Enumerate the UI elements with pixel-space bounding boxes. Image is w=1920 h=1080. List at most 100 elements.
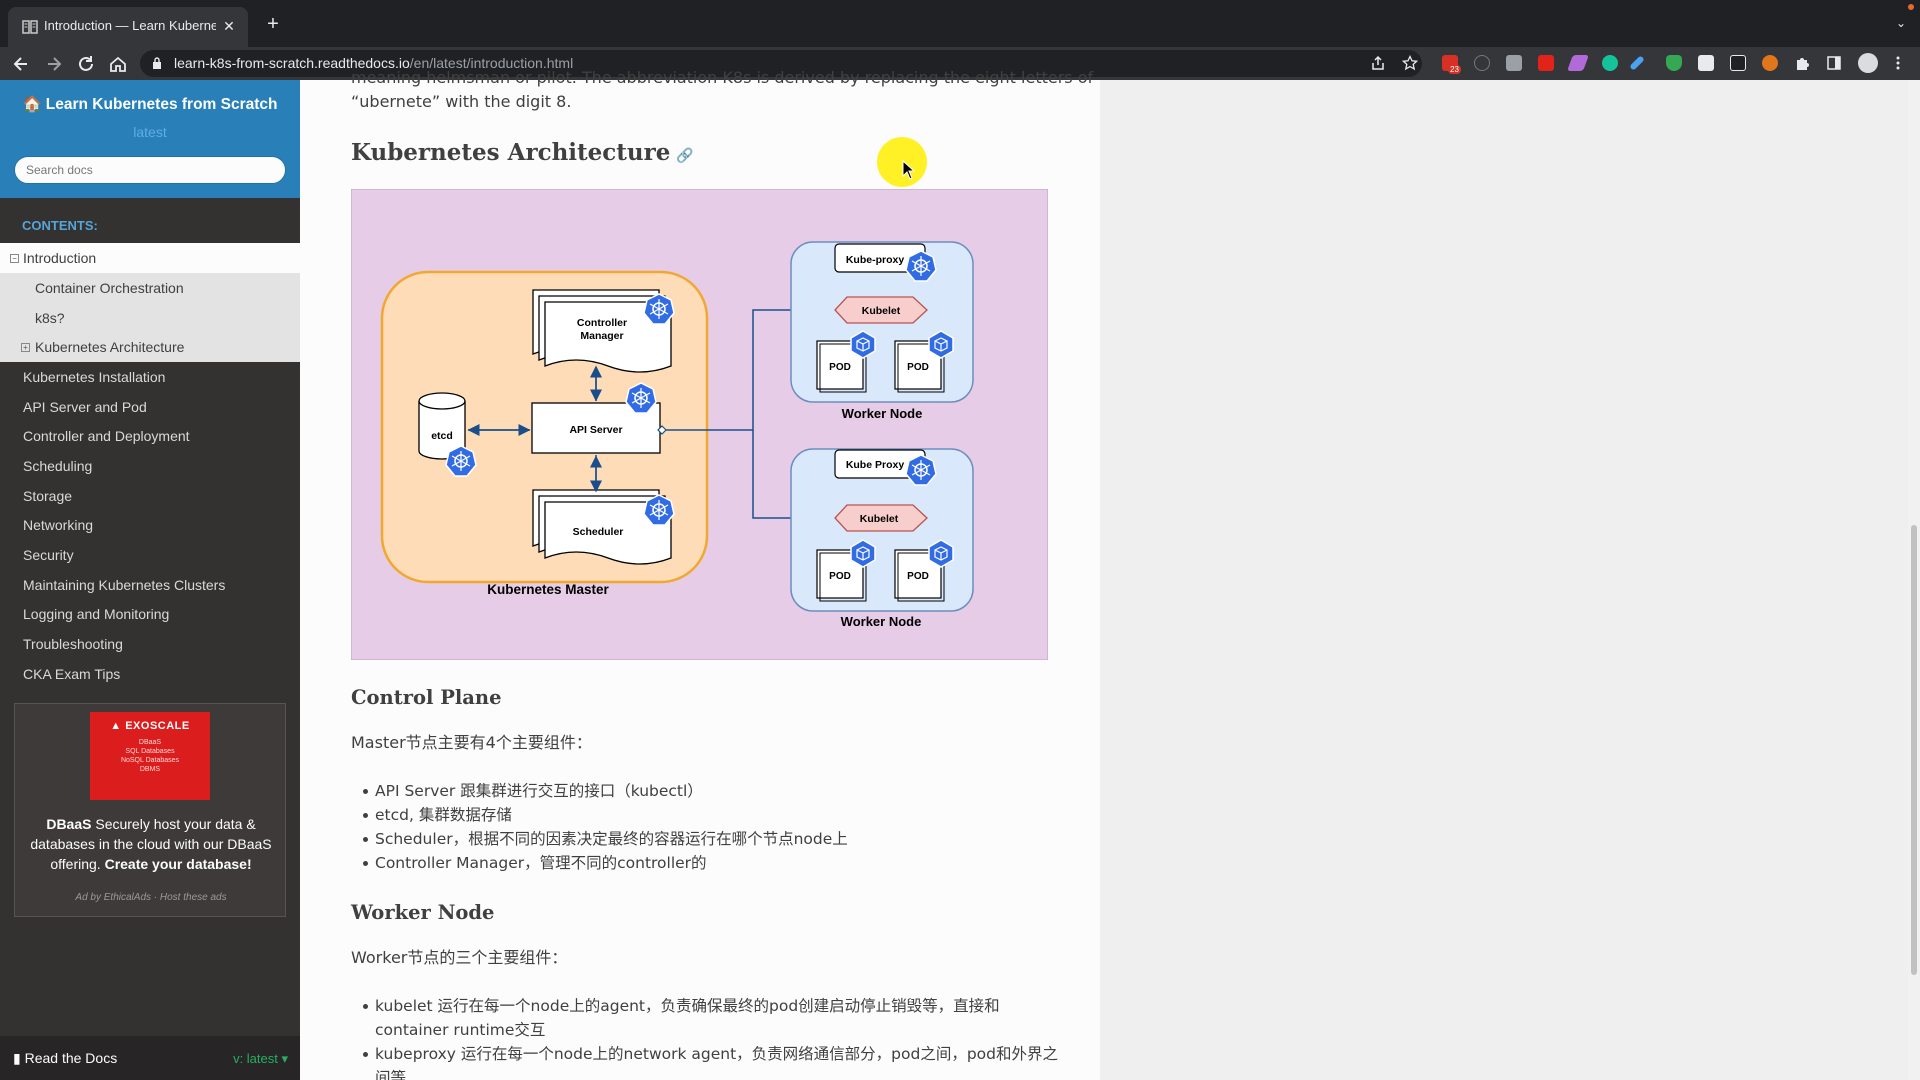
svg-text:Worker Node: Worker Node (841, 614, 922, 629)
ethicalads-box: ▲ EXOSCALE DBaaS SQL Databases NoSQL Dat… (14, 703, 286, 917)
shield-icon[interactable] (1666, 55, 1682, 71)
permalink-icon[interactable]: 🔗 (676, 148, 694, 164)
svg-text:Worker Node: Worker Node (842, 406, 923, 421)
toc-item-label: k8s? (35, 310, 65, 326)
toc-item[interactable]: Security (23, 547, 74, 563)
browser-tab-strip: Introduction — Learn Kubernet ✕ + ⌄ (0, 0, 1920, 47)
readthedocs-label: ▮ Read the Docs (13, 1050, 118, 1066)
ad-text[interactable]: DBaaS Securely host your data & database… (30, 816, 272, 872)
mouse-pointer-icon (902, 160, 916, 180)
ad-attribution[interactable]: Ad by EthicalAds · Host these ads (75, 892, 227, 903)
svg-text:API Server: API Server (569, 424, 622, 436)
browser-tab[interactable]: Introduction — Learn Kubernet ✕ (8, 7, 248, 47)
expand-toggle-icon[interactable]: + (21, 343, 30, 352)
extension-cloud-icon[interactable] (1698, 55, 1714, 71)
side-panel-icon[interactable] (1826, 55, 1842, 71)
cursor-highlight (877, 137, 927, 187)
list-item: API Server 跟集群进行交互的接口（kubectl） (351, 779, 848, 803)
recording-indicator-icon (1908, 4, 1914, 10)
toc-subitem[interactable]: Container Orchestration (0, 273, 300, 303)
metamask-fox-icon[interactable] (1762, 55, 1778, 71)
new-tab-button[interactable]: + (267, 13, 279, 35)
toc-item[interactable]: Controller and Deployment (23, 428, 190, 444)
url-path: /en/latest/introduction.html (409, 55, 574, 71)
lock-icon[interactable] (152, 57, 162, 69)
svg-text:Kubelet: Kubelet (860, 513, 899, 525)
extension-puzzle-icon[interactable] (1506, 55, 1522, 71)
kebab-menu-icon[interactable] (1890, 55, 1906, 71)
toc-item[interactable]: Maintaining Kubernetes Clusters (23, 577, 226, 593)
notion-icon[interactable] (1730, 55, 1746, 71)
toc-item[interactable]: Troubleshooting (23, 636, 123, 652)
browser-toolbar: learn-k8s-from-scratch.readthedocs.io/en… (0, 47, 1920, 80)
ad-image-text: DBaaS SQL Databases NoSQL Databases DBMS (120, 739, 180, 773)
project-title: Learn Kubernetes from Scratch (45, 96, 278, 113)
toc-item[interactable]: CKA Exam Tips (23, 666, 121, 682)
svg-text:Manager: Manager (580, 330, 623, 342)
svg-text:POD: POD (907, 571, 929, 582)
svg-text:Kube Proxy: Kube Proxy (846, 459, 905, 471)
controller-manager-node: Controller Manager (532, 289, 675, 373)
scrollbar-thumb[interactable] (1911, 525, 1917, 975)
list-item: kubeproxy 运行在每一个node上的network agent，负责网络… (351, 1042, 1058, 1080)
url-text[interactable]: learn-k8s-from-scratch.readthedocs.io/en… (174, 55, 573, 71)
collapse-toggle-icon[interactable]: − (10, 254, 19, 263)
section-heading-architecture: Kubernetes Architecture🔗 (351, 139, 694, 166)
ad-brand: ▲ EXOSCALE (110, 720, 190, 732)
section-heading-worker-node: Worker Node (351, 901, 495, 924)
share-icon[interactable] (1370, 55, 1386, 71)
project-home-link[interactable]: 🏠Learn Kubernetes from Scratch (0, 95, 300, 114)
intro-paragraph-line: “ubernete” with the digit 8. (351, 92, 572, 111)
version-label: latest (133, 124, 167, 140)
list-item: Scheduler，根据不同的因素决定最终的容器运行在哪个节点node上 (351, 827, 848, 851)
worker-list: kubelet 运行在每一个node上的agent，负责确保最终的pod创建启动… (351, 994, 1058, 1080)
worker-node-1: Kube-proxy Kubelet POD POD Worker Node (790, 241, 974, 421)
grammarly-icon[interactable] (1602, 55, 1618, 71)
address-bar[interactable]: learn-k8s-from-scratch.readthedocs.io/en… (140, 50, 1422, 77)
readthedocs-version-bar[interactable]: ▮ Read the Docs v: latest ▾ (0, 1036, 300, 1080)
back-arrow-icon[interactable] (10, 53, 32, 75)
list-item: etcd, 集群数据存储 (351, 803, 848, 827)
profile-avatar[interactable] (1858, 53, 1878, 73)
toc-item[interactable]: API Server and Pod (23, 399, 147, 415)
home-icon[interactable] (107, 53, 129, 75)
version-selector[interactable]: v: latest ▾ (233, 1051, 288, 1066)
toc-item-label: Introduction (23, 250, 97, 266)
readthedocs-favicon-icon (22, 20, 38, 34)
section-heading-control-plane: Control Plane (351, 686, 502, 709)
close-tab-icon[interactable]: ✕ (223, 18, 235, 34)
extension-pen-icon[interactable] (1567, 55, 1589, 71)
extension-pencil-icon[interactable] (1629, 55, 1645, 71)
forward-arrow-icon[interactable] (43, 53, 65, 75)
toc-subitem[interactable]: k8s? (0, 303, 300, 333)
svg-text:Kube-proxy: Kube-proxy (846, 254, 905, 266)
extension-info-icon[interactable] (1474, 55, 1490, 71)
extension-badge: 23 (1448, 65, 1461, 74)
search-docs-input[interactable] (14, 156, 286, 184)
extension-square-icon[interactable] (1538, 55, 1554, 71)
master-label: Kubernetes Master (487, 582, 609, 597)
toc-item[interactable]: Scheduling (23, 458, 93, 474)
list-item: Controller Manager，管理不同的controller的 (351, 851, 848, 875)
url-host: learn-k8s-from-scratch.readthedocs.io (174, 55, 410, 71)
reload-icon[interactable] (75, 53, 97, 75)
toc-item[interactable]: Kubernetes Installation (23, 369, 166, 385)
tab-search-icon[interactable]: ⌄ (1895, 16, 1906, 30)
bookmark-star-icon[interactable] (1402, 55, 1418, 71)
toc-subitem[interactable]: + Kubernetes Architecture (0, 332, 300, 362)
contents-caption: CONTENTS: (22, 218, 98, 233)
svg-text:Kubelet: Kubelet (862, 305, 901, 317)
svg-text:Scheduler: Scheduler (573, 526, 624, 538)
intro-paragraph-line: meaning helmsman or pilot. The abbreviat… (351, 68, 1094, 87)
svg-text:Controller: Controller (577, 317, 627, 329)
kubernetes-architecture-diagram: Kubernetes Master Controller Manager API… (351, 189, 1048, 660)
toc-item-introduction[interactable]: − Introduction (0, 243, 300, 273)
extensions-puzzle-icon[interactable] (1794, 55, 1810, 71)
ad-image[interactable]: ▲ EXOSCALE DBaaS SQL Databases NoSQL Dat… (90, 712, 210, 800)
scrollbar[interactable] (1908, 80, 1920, 1080)
svg-text:POD: POD (907, 362, 929, 373)
scheduler-node: Scheduler (532, 489, 675, 565)
toc-item[interactable]: Logging and Monitoring (23, 606, 170, 622)
toc-item[interactable]: Networking (23, 517, 94, 533)
toc-item[interactable]: Storage (23, 488, 73, 504)
